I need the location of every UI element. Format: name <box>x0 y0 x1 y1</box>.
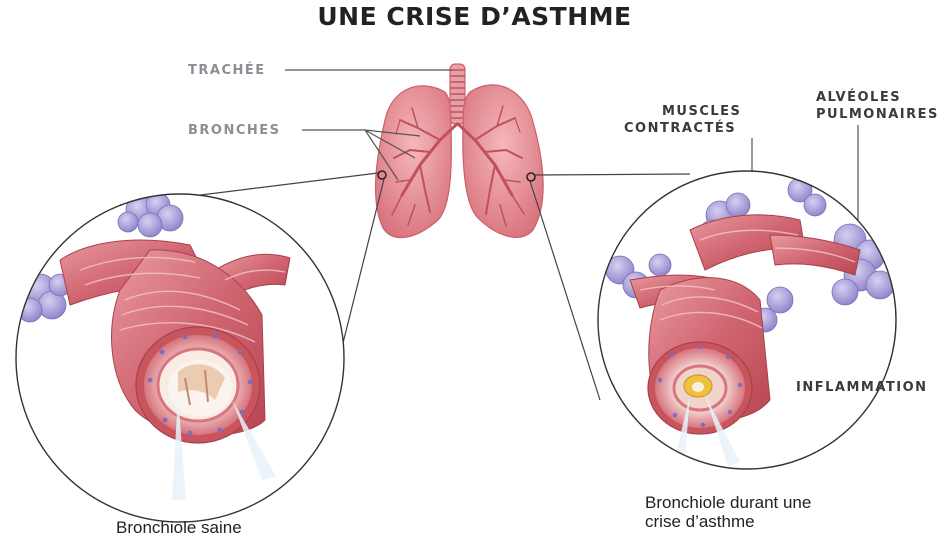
healthy-bronchiole-zoom <box>16 193 344 522</box>
caption-healthy-bronchiole: Bronchiole saine <box>116 518 242 537</box>
lungs <box>375 64 543 238</box>
label-muscles-line1: MUSCLES <box>658 103 741 120</box>
label-inflammation: INFLAMMATION <box>796 379 928 396</box>
asthma-bronchiole-zoom <box>598 171 896 472</box>
caption-asthma-line2: crise d’asthme <box>645 512 811 531</box>
label-trachea: TRACHÉE <box>188 62 266 79</box>
left-lung <box>375 86 451 238</box>
label-muscles-line2: CONTRACTÉS <box>624 120 741 137</box>
label-muscles-contracted: MUSCLES CONTRACTÉS <box>658 103 741 137</box>
label-alveoli: ALVÉOLES PULMONAIRES <box>816 89 939 123</box>
diagram-title: UNE CRISE D’ASTHME <box>0 2 949 31</box>
label-bronchi: BRONCHES <box>188 122 281 139</box>
caption-asthma-line1: Bronchiole durant une <box>645 493 811 512</box>
label-alveoli-line1: ALVÉOLES <box>816 89 939 106</box>
label-alveoli-line2: PULMONAIRES <box>816 106 939 123</box>
caption-asthma-bronchiole: Bronchiole durant une crise d’asthme <box>645 493 811 531</box>
